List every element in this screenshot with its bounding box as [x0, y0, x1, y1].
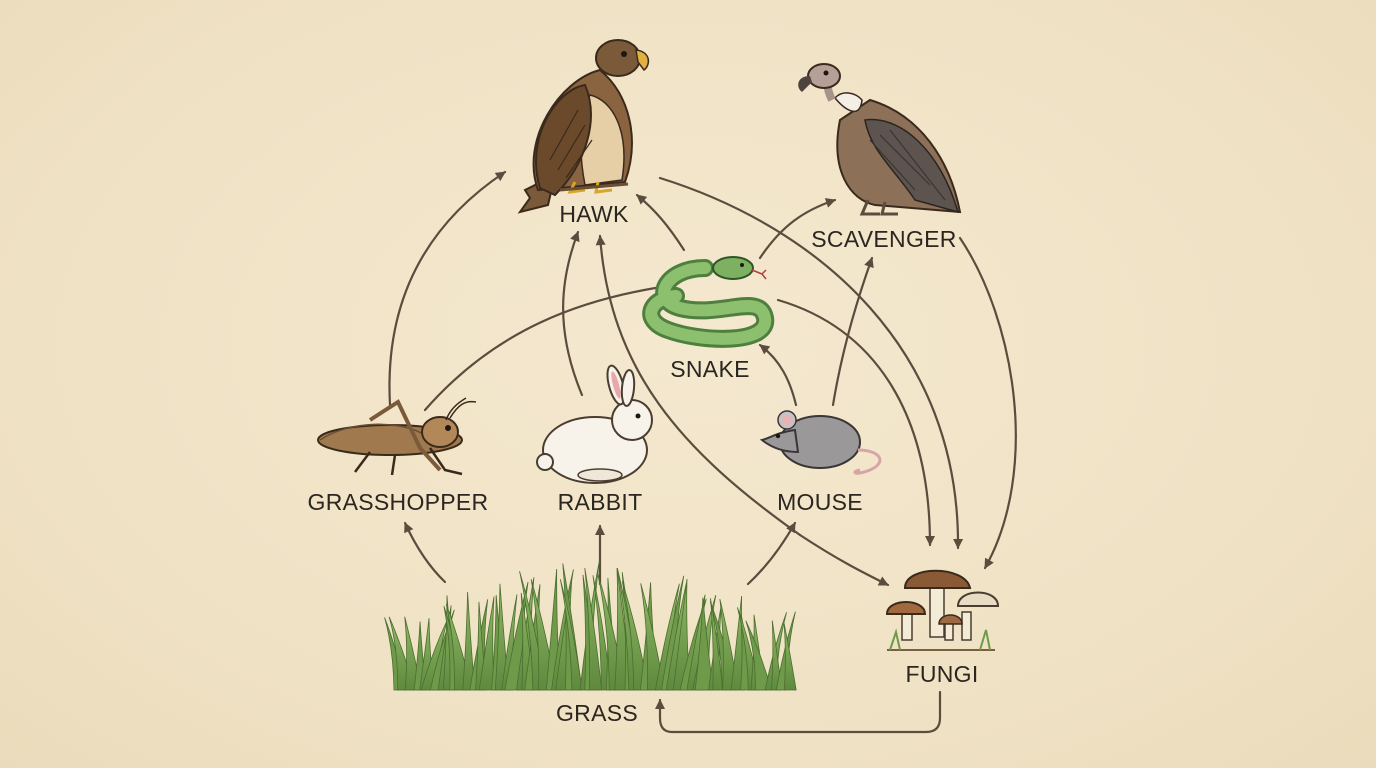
node-label-fungi: FUNGI — [905, 661, 979, 687]
grass-blade — [745, 620, 772, 691]
arrow-mouse-to-snake — [758, 343, 798, 407]
arrow-grasshopper-to-snake — [423, 281, 677, 412]
arrow-snake-to-hawk — [635, 193, 686, 252]
arrow-fungi-to-hawk — [595, 234, 802, 537]
arrow-grasshopper-to-hawk — [388, 170, 507, 407]
fungi-illustration — [885, 569, 1000, 651]
grass-blade — [584, 567, 603, 691]
grasshopper-illustration — [317, 397, 477, 476]
arrow-rabbit-to-hawk — [562, 230, 584, 397]
hawk-illustration — [517, 39, 650, 214]
arrow-scavenger-to-fungi — [958, 236, 1017, 570]
node-label-scavenger: SCAVENGER — [811, 226, 957, 252]
grass-blade — [462, 592, 476, 691]
grass-blade — [694, 597, 714, 691]
arrow-snake-to-scavenger — [758, 198, 837, 260]
arrow-grass-to-grasshopper — [403, 521, 447, 584]
grass-blade — [710, 598, 724, 691]
arrow-hawk-to-fungi — [658, 176, 964, 550]
snake-illustration — [642, 256, 775, 348]
node-label-mouse: MOUSE — [777, 489, 863, 515]
node-label-grasshopper: GRASSHOPPER — [307, 489, 489, 515]
node-label-hawk: HAWK — [559, 201, 629, 227]
arrow-mouse-to-scavenger — [831, 256, 874, 407]
grass-blade — [559, 579, 583, 691]
arrow-mouse-to-fungi — [798, 533, 890, 587]
node-label-grass: GRASS — [555, 700, 639, 726]
mouse-illustration — [759, 410, 882, 475]
vulture-illustration — [798, 63, 962, 216]
arrow-fungi-to-grass — [655, 690, 942, 734]
node-label-rabbit: RABBIT — [557, 489, 643, 515]
grass-blade — [640, 583, 665, 691]
rabbit-illustration — [536, 364, 653, 484]
arrow-snake-to-fungi — [776, 298, 935, 547]
grass-illustration — [384, 560, 797, 691]
node-label-snake: SNAKE — [670, 356, 750, 382]
arrow-grass-to-mouse — [746, 521, 797, 586]
grass-blade — [783, 623, 797, 691]
feeding-arrows — [388, 170, 1017, 734]
